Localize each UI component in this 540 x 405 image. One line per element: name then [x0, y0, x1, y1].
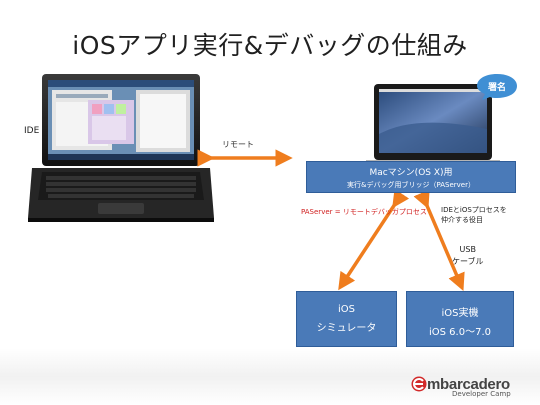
simulator-arrow — [338, 188, 410, 291]
remote-label: リモート — [222, 140, 254, 149]
logo-subtitle: Developer Camp — [452, 390, 511, 398]
mac-laptop-image — [366, 84, 500, 170]
device-arrow — [413, 189, 465, 292]
ios-device-box: iOS実機 iOS 6.0～7.0 — [406, 291, 514, 347]
simulator-box-line2: シミュレータ — [316, 323, 377, 334]
mediate-note-line1: IDEとiOSプロセスを — [441, 206, 507, 214]
slide-title: iOSアプリ実行&デバッグの仕組み — [72, 31, 468, 60]
device-box-line2: iOS 6.0～7.0 — [429, 327, 491, 338]
simulator-box-line1: iOS — [338, 304, 355, 315]
usb-cable-note: USB ケーブル — [452, 244, 484, 268]
signature-badge-shape — [477, 74, 517, 100]
mac-box-subtitle: 実行&デバッグ用ブリッジ（PAServer） — [347, 181, 475, 189]
mediate-note: IDEとiOSプロセスを 仲介する役目 — [441, 205, 507, 225]
embarcadero-e-icon — [411, 376, 427, 392]
ide-label: IDE — [24, 126, 40, 136]
usb-note-line2: ケーブル — [452, 257, 484, 266]
ios-simulator-box: iOS シミュレータ — [296, 291, 397, 347]
device-box-line1: iOS実機 — [441, 308, 479, 319]
embarcadero-logo: mbarcadero — [411, 374, 510, 393]
logo-wordmark: mbarcadero — [427, 376, 510, 393]
mediate-note-line2: 仲介する役目 — [441, 216, 483, 224]
usb-note-line1: USB — [459, 245, 476, 254]
mac-paserver-box: Macマシン(OS X)用 実行&デバッグ用ブリッジ（PAServer） — [306, 161, 516, 193]
paserver-note: PAServer = リモートデバッガプロセス — [301, 208, 427, 216]
mac-box-title: Macマシン(OS X)用 — [369, 168, 453, 178]
windows-laptop-image — [28, 74, 214, 222]
signature-badge-label: 署名 — [487, 83, 506, 93]
